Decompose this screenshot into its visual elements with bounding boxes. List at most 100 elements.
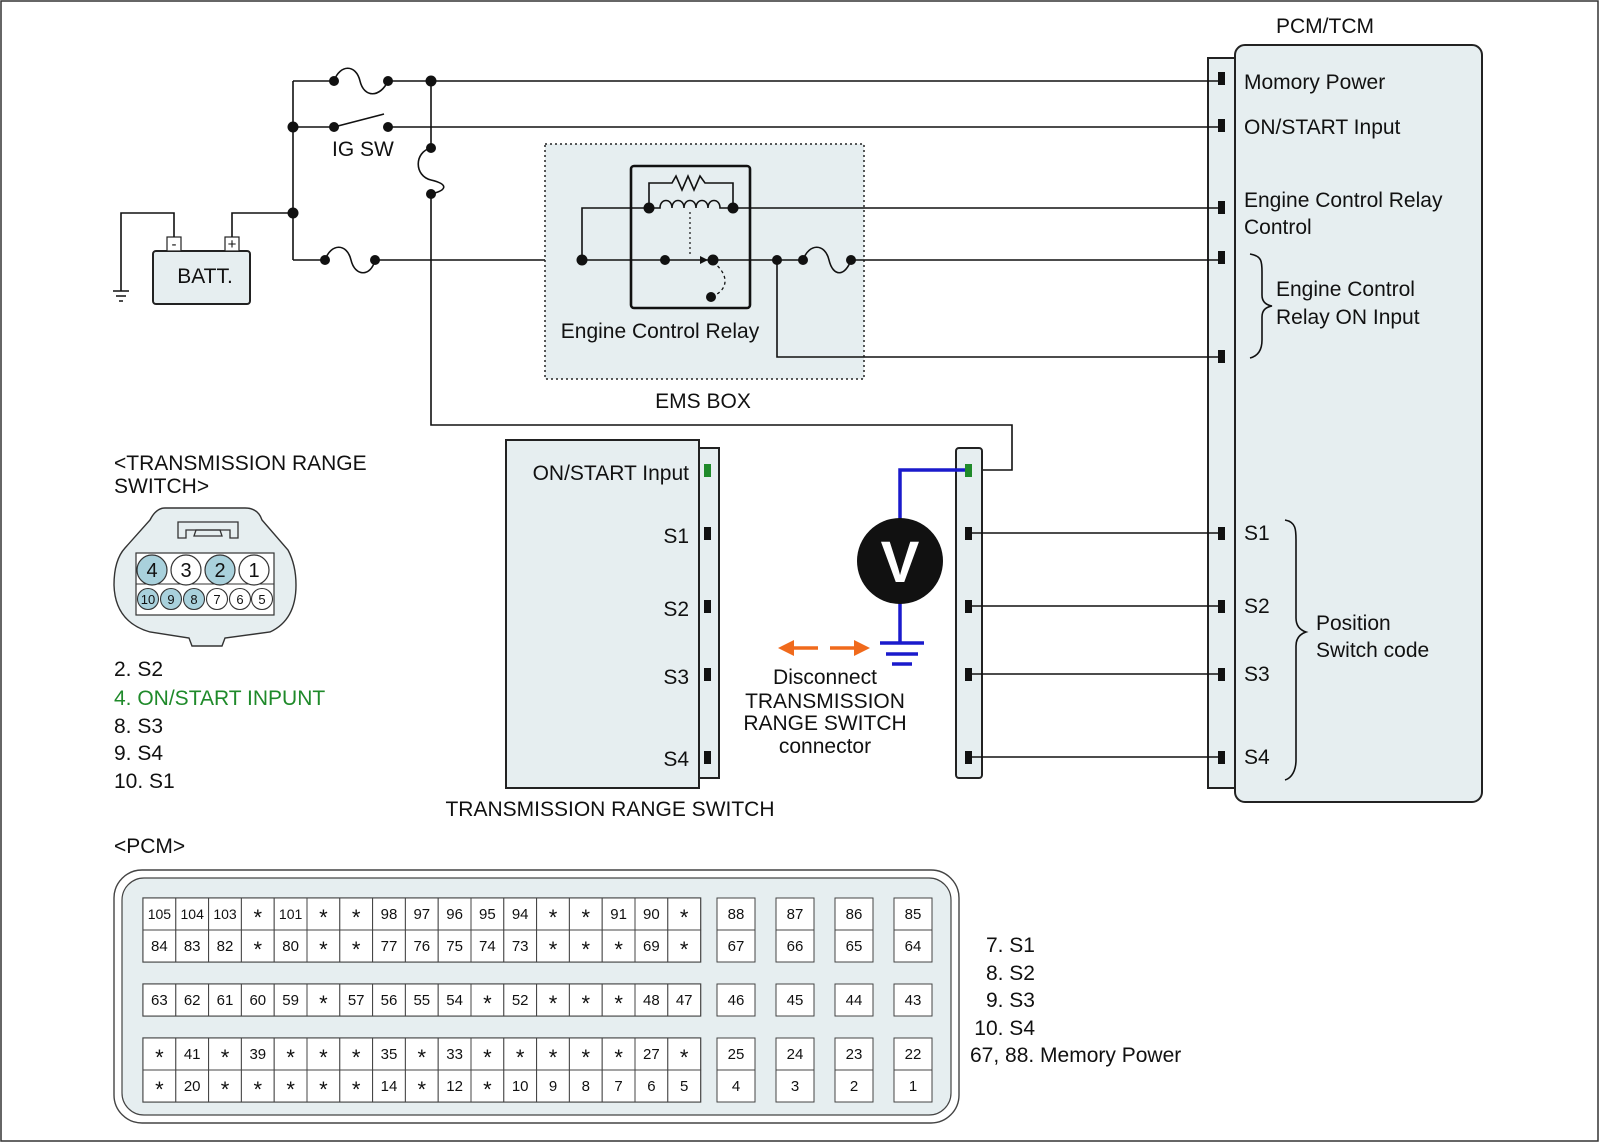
trs-pin-label: 3 xyxy=(180,560,191,582)
pcm-pin-cell: 60 xyxy=(240,983,275,1017)
pcm-pin-label: * xyxy=(319,1077,328,1102)
pcm-pin-label: 82 xyxy=(217,938,234,955)
pcm-pin-label: 9 xyxy=(549,1078,557,1095)
pcm-pin-cell: * xyxy=(306,1037,341,1071)
pcm-pin-label: 84 xyxy=(151,938,168,955)
pcm-pin-cell: * xyxy=(470,1037,505,1071)
pcm-pin-cell: 94 xyxy=(503,897,538,931)
pcm-pin-cell: 63 xyxy=(142,983,177,1017)
pcm-legend-item: 9. S3 xyxy=(986,989,1035,1012)
pcm-side-pin-cell: 87 xyxy=(775,897,815,931)
pcm-pin-label: 27 xyxy=(643,1046,660,1063)
pcm-pin-cell: * xyxy=(208,1069,242,1103)
pcm-pin-label: * xyxy=(680,1045,689,1070)
pcm-pin-cell: 83 xyxy=(175,929,210,963)
pcm-pin-cell: * xyxy=(240,897,275,931)
trs-legend-item: 4. ON/START INPUNT xyxy=(114,687,325,710)
pcm-pin-label: 83 xyxy=(184,938,201,955)
pcm-pin-label: 73 xyxy=(512,938,529,955)
pcm-position-label-2: Switch code xyxy=(1316,639,1429,662)
pcm-pin-label: 3 xyxy=(791,1078,799,1095)
pcm-pin-label: * xyxy=(549,905,558,930)
pcm-pin-label: * xyxy=(352,1045,361,1070)
pcm-legend-item: 8. S2 xyxy=(986,962,1035,985)
pcm-pin-cell: 97 xyxy=(404,897,439,931)
pcm-side-pin-cell: 4 xyxy=(716,1069,756,1103)
pcm-pin-cell: * xyxy=(306,897,341,931)
pcm-pin-label: 8 xyxy=(582,1078,590,1095)
pcm-pin-label: * xyxy=(614,937,623,962)
pcm-pin-label: * xyxy=(221,1077,230,1102)
battery xyxy=(152,250,251,305)
pcm-s2-label: S2 xyxy=(1244,595,1270,618)
pcm-pin-label: 46 xyxy=(728,992,745,1009)
pcm-pin-cell: 76 xyxy=(404,929,439,963)
pcm-pin-label: 44 xyxy=(846,992,863,1009)
pcm-pin-label: 47 xyxy=(676,992,693,1009)
pcm-pin-label: * xyxy=(418,1077,427,1102)
trs-s3-label: S3 xyxy=(663,666,689,689)
pcm-side-pin-cell: 46 xyxy=(716,983,756,1017)
pcm-pin-label: * xyxy=(483,1077,492,1102)
trs-pin-label: 2 xyxy=(214,560,225,582)
pcm-pin-label: 63 xyxy=(151,992,168,1009)
trs-legend-item: 9. S4 xyxy=(114,742,163,765)
disconnect-note-1: Disconnect xyxy=(773,666,877,689)
pcm-pin-label: 62 xyxy=(184,992,201,1009)
pcm-pin-label: * xyxy=(582,937,591,962)
pcm-legend-item: 7. S1 xyxy=(986,934,1035,957)
pcm-side-pin-cell: 64 xyxy=(893,929,933,963)
trs-s1-label: S1 xyxy=(663,525,689,548)
pcm-pin-label: 25 xyxy=(728,1046,745,1063)
trs-s2-label: S2 xyxy=(663,598,689,621)
pcm-pin-cell: * xyxy=(667,897,702,931)
pcm-side-pin-cell: 44 xyxy=(834,983,874,1017)
pcm-pin-cell: * xyxy=(240,929,275,963)
pcm-pin-cell: * xyxy=(306,1069,341,1103)
pcm-pin-cell: 14 xyxy=(372,1069,406,1103)
pcm-pin-cell: 105 xyxy=(142,897,177,931)
disconnect-note-4: connector xyxy=(779,735,871,758)
pcm-pin-label: 74 xyxy=(479,938,496,955)
pcm-pin-cell: 33 xyxy=(437,1037,472,1071)
pcm-pin-cell: 73 xyxy=(503,929,538,963)
pcm-side-pin-cell: 24 xyxy=(775,1037,815,1071)
voltmeter xyxy=(857,518,943,604)
pcm-side-pin-cell: 22 xyxy=(893,1037,933,1071)
pcm-pin-label: * xyxy=(614,1045,623,1070)
pcm-s4-label: S4 xyxy=(1244,746,1270,769)
pcm-pin-label: * xyxy=(254,937,263,962)
pcm-pin-label: * xyxy=(155,1045,164,1070)
pcm-pin-cell: * xyxy=(273,1037,308,1071)
pcm-pin-cell: 55 xyxy=(404,983,439,1017)
pcm-pin-cell: 74 xyxy=(470,929,505,963)
pcm-pin-cell: 57 xyxy=(339,983,374,1017)
trs-module-title: TRANSMISSION RANGE SWITCH xyxy=(445,798,774,821)
pcm-pin-cell: * xyxy=(273,1069,308,1103)
pcm-pin-label: 12 xyxy=(446,1078,463,1095)
pcm-pin-cell: * xyxy=(601,1037,636,1071)
pcm-pin-label: 39 xyxy=(249,1046,266,1063)
pcm-pin-label: * xyxy=(254,1077,263,1102)
pcm-pin-label: 59 xyxy=(282,992,299,1009)
harness-connector-pins xyxy=(965,464,972,764)
pcm-pin-label: * xyxy=(286,1045,295,1070)
pcm-s3-label: S3 xyxy=(1244,663,1270,686)
pcm-pin-cell: * xyxy=(208,1037,242,1071)
pcm-pin-label: 41 xyxy=(184,1046,201,1063)
pcm-pin-cell: 84 xyxy=(142,929,177,963)
pcm-pin-label: 5 xyxy=(680,1078,688,1095)
pcm-pin-label: 45 xyxy=(787,992,804,1009)
pcm-pin-cell: 91 xyxy=(601,897,636,931)
battery-positive-wire xyxy=(231,212,293,237)
pcm-pin-cell: * xyxy=(503,1037,538,1071)
trs-pin-7: 7 xyxy=(205,587,229,611)
relay-contact-arrow xyxy=(700,256,708,264)
disconnect-note-3: RANGE SWITCH xyxy=(743,712,906,735)
pcm-side-pin-cell: 43 xyxy=(893,983,933,1017)
pcm-pin-label: 55 xyxy=(413,992,430,1009)
pcm-pin-cell: 104 xyxy=(175,897,210,931)
pcm-pin-cell: * xyxy=(568,1037,603,1071)
battery-ground-wire xyxy=(120,212,175,291)
